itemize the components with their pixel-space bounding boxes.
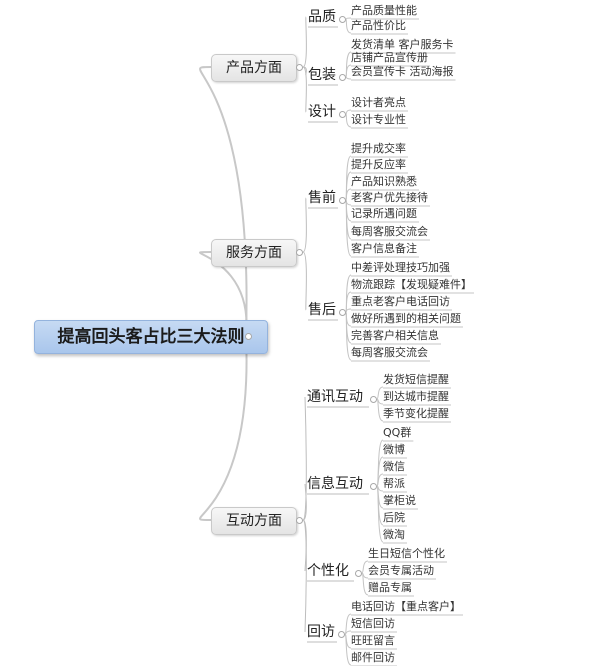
leaf-item[interactable]: 掌柜说 [383, 494, 416, 507]
connector [376, 398, 384, 422]
leaf-item[interactable]: 发货短信提醒 [383, 373, 449, 386]
leaf-item[interactable]: 物流跟踪【发现疑难件】 [351, 278, 472, 291]
subtopic-information[interactable]: 信息互动 [307, 476, 363, 492]
subtopic-quality[interactable]: 品质 [308, 9, 336, 25]
connector [376, 485, 384, 543]
collapse-toggle[interactable] [369, 395, 377, 403]
collapse-toggle[interactable] [338, 110, 346, 118]
connector [344, 633, 352, 666]
leaf-item[interactable]: 短信回访 [351, 617, 395, 630]
subtopic-communication[interactable]: 通讯互动 [307, 389, 363, 405]
subtopic-packaging[interactable]: 包装 [308, 67, 336, 83]
leaf-item[interactable]: 产品性价比 [351, 19, 406, 32]
leaf-item[interactable]: 记录所遇问题 [351, 207, 417, 220]
connector [345, 76, 352, 80]
leaf-item[interactable]: 店铺产品宣传册 [351, 51, 428, 64]
leaf-item[interactable]: 季节变化提醒 [383, 407, 449, 420]
leaf-item[interactable]: 设计者亮点 [351, 96, 406, 109]
collapse-toggle[interactable] [337, 630, 345, 638]
leaf-item[interactable]: 每周客服交流会 [351, 346, 428, 359]
connector [361, 572, 369, 596]
leaf-item[interactable]: 微信 [383, 460, 405, 473]
collapse-toggle[interactable] [338, 73, 346, 81]
branch-service[interactable]: 服务方面 [211, 239, 297, 267]
leaf-item[interactable]: 完善客户相关信息 [351, 329, 439, 342]
subtopic-follow-up[interactable]: 回访 [307, 624, 335, 640]
connector [199, 335, 248, 521]
connector [302, 16, 307, 68]
leaf-item[interactable]: 旺旺留言 [351, 634, 395, 647]
leaf-item[interactable]: 赠品专属 [368, 581, 412, 594]
connector [302, 396, 307, 521]
collapse-toggle[interactable] [295, 63, 303, 71]
leaf-item[interactable]: 会员专属活动 [368, 564, 434, 577]
leaf-item[interactable]: 客户信息备注 [351, 242, 417, 255]
connector [199, 66, 248, 337]
leaf-item[interactable]: 微博 [383, 443, 405, 456]
connector [302, 519, 307, 633]
subtopic-design[interactable]: 设计 [308, 104, 336, 120]
leaf-item[interactable]: 老客户优先接待 [351, 191, 428, 204]
leaf-item[interactable]: 邮件回访 [351, 651, 395, 664]
leaf-item[interactable]: 每周客服交流会 [351, 225, 428, 238]
leaf-item[interactable]: 设计专业性 [351, 113, 406, 126]
collapse-toggle[interactable] [295, 516, 303, 524]
connector [302, 197, 307, 253]
leaf-item[interactable]: 会员宣传卡 活动海报 [351, 65, 454, 78]
connector [302, 66, 307, 113]
branch-interaction[interactable]: 互动方面 [211, 507, 297, 535]
subtopic-pre-sale[interactable]: 售前 [308, 190, 336, 206]
leaf-item[interactable]: 提升反应率 [351, 158, 406, 171]
connector [302, 251, 307, 311]
leaf-item[interactable]: 产品知识熟悉 [351, 175, 417, 188]
connector [345, 18, 352, 34]
root-topic[interactable]: 提高回头客占比三大法则 [34, 320, 268, 354]
leaf-item[interactable]: 生日短信个性化 [368, 547, 445, 560]
leaf-item[interactable]: 后院 [383, 511, 405, 524]
leaf-item[interactable]: 发货清单 客户服务卡 [351, 38, 454, 51]
leaf-item[interactable]: 重点老客户电话回访 [351, 295, 450, 308]
subtopic-personalization[interactable]: 个性化 [307, 563, 349, 579]
subtopic-after-sale[interactable]: 售后 [308, 302, 336, 318]
connector [345, 311, 352, 361]
leaf-item[interactable]: 帮派 [383, 477, 405, 490]
leaf-item[interactable]: 电话回访【重点客户】 [351, 600, 461, 613]
connector [302, 483, 307, 521]
branch-product[interactable]: 产品方面 [211, 54, 297, 82]
connector [345, 113, 352, 128]
collapse-toggle[interactable] [338, 15, 346, 23]
leaf-item[interactable]: 做好所遇到的相关问题 [351, 312, 461, 325]
leaf-item[interactable]: 提升成交率 [351, 142, 406, 155]
collapse-toggle[interactable] [295, 248, 303, 256]
leaf-item[interactable]: 中差评处理技巧加强 [351, 261, 450, 274]
connector [345, 199, 352, 257]
leaf-item[interactable]: 产品质量性能 [351, 4, 417, 17]
collapse-toggle[interactable] [369, 482, 377, 490]
leaf-item[interactable]: QQ群 [383, 426, 412, 439]
collapse-toggle[interactable] [338, 308, 346, 316]
collapse-toggle[interactable] [244, 332, 252, 340]
collapse-toggle[interactable] [338, 196, 346, 204]
collapse-toggle[interactable] [354, 569, 362, 577]
leaf-item[interactable]: 微淘 [383, 528, 405, 541]
leaf-item[interactable]: 到达城市提醒 [383, 390, 449, 403]
